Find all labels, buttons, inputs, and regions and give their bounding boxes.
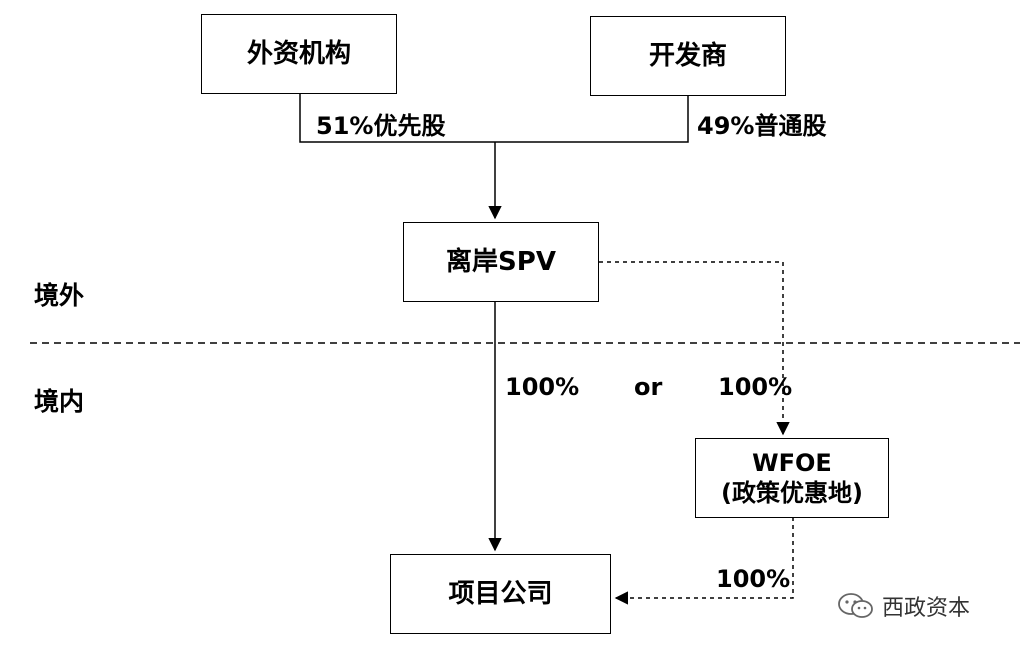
ownership-bracket xyxy=(299,92,689,143)
watermark: 西政资本 xyxy=(836,590,970,622)
spv-to-project-percent: 100% xyxy=(505,373,580,401)
or-label: or xyxy=(634,373,663,401)
wfoe-label-line2: (政策优惠地) xyxy=(721,479,863,507)
foreign-share-label: 51%优先股 xyxy=(316,112,446,140)
developer-box: 开发商 xyxy=(590,16,786,96)
offshore-region-label: 境外 xyxy=(34,281,85,310)
wechat-icon xyxy=(838,593,873,618)
offshore-spv-label: 离岸SPV xyxy=(446,246,556,277)
wfoe-to-project-percent: 100% xyxy=(716,565,791,593)
foreign-institution-box: 外资机构 xyxy=(201,14,397,94)
developer-label: 开发商 xyxy=(648,40,727,71)
developer-share-label: 49%普通股 xyxy=(697,112,827,140)
spv-to-wfoe-percent: 100% xyxy=(718,373,793,401)
project-company-box: 项目公司 xyxy=(390,554,611,634)
project-company-label: 项目公司 xyxy=(448,578,553,609)
dashed-arrow-spv-to-wfoe xyxy=(599,261,790,436)
dashed-arrow-wfoe-to-project xyxy=(614,517,794,605)
onshore-region-label: 境内 xyxy=(34,387,85,416)
foreign-institution-label: 外资机构 xyxy=(246,38,351,69)
wfoe-label-line1: WFOE xyxy=(752,449,832,477)
wfoe-box: WFOE (政策优惠地) xyxy=(695,438,889,518)
offshore-spv-box: 离岸SPV xyxy=(403,222,599,302)
watermark-text: 西政资本 xyxy=(882,596,971,621)
